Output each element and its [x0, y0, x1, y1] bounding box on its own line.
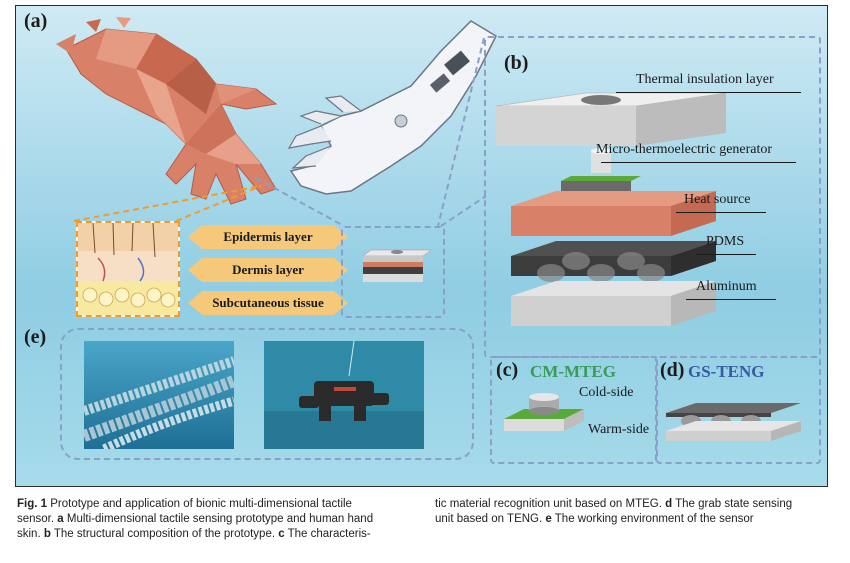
caption-text: The grab state sensing [672, 498, 793, 510]
caption-ref-c: c [278, 528, 285, 540]
caption-text: Prototype and application of bionic mult… [47, 498, 352, 510]
pdms-leader [696, 254, 756, 255]
exploded-stack-illustration [495, 92, 727, 326]
cold-side-label: Cold-side [579, 385, 634, 400]
gs-teng-illustration [666, 403, 801, 441]
panel-label-b: (b) [504, 52, 529, 74]
caption-text: The characteris- [284, 528, 371, 540]
caption-left-column: Fig. 1 Prototype and application of bion… [17, 497, 417, 542]
warm-side-label: Warm-side [588, 422, 650, 437]
panel-label-c: (c) [496, 359, 519, 381]
caption-text: unit based on TENG. [435, 513, 546, 525]
insulation-leader [616, 92, 801, 93]
caption-text: tic material recognition unit based on M… [435, 498, 666, 510]
caption-text: skin. [17, 528, 44, 540]
caption-text: The working environment of the sensor [551, 513, 754, 525]
aluminum-label: Aluminum [696, 279, 757, 294]
prototype-thumbnail [362, 249, 432, 282]
mteg-label: Micro-thermoelectric generator [596, 142, 773, 157]
prototype-connector-lines [256, 177, 487, 227]
caption-text: sensor. [17, 513, 58, 525]
panel-d-box [656, 356, 821, 464]
subcutaneous-label: Subcutaneous tissue [212, 295, 324, 310]
heat-source-label: Heat source [684, 192, 751, 207]
panel-label-a: (a) [24, 10, 48, 32]
panel-d-title: GS-TENG [688, 362, 765, 381]
skin-connector-lines [73, 185, 262, 222]
underwater-robot-photo [264, 341, 424, 449]
underwater-cable-photo [84, 341, 234, 449]
dermis-label: Dermis layer [232, 262, 304, 277]
caption-ref-b: b [43, 528, 51, 540]
panel-e-box [60, 328, 474, 460]
insulation-label: Thermal insulation layer [636, 72, 774, 87]
figure: (a) (b) (c) (d) (e) [15, 5, 828, 487]
caption-ref-e: e [545, 513, 552, 525]
pdms-label: PDMS [706, 234, 745, 249]
panel-c-title: CM-MTEG [530, 362, 616, 381]
caption-right-column: tic material recognition unit based on M… [435, 497, 827, 527]
skin-layer-arrows [188, 225, 348, 315]
skin-cross-section-box [76, 221, 180, 317]
caption-ref-d: d [665, 498, 673, 510]
aluminum-leader [686, 299, 776, 300]
panel-label-e: (e) [24, 326, 47, 348]
skin-layers-illustration [78, 222, 178, 315]
caption-fig-label: Fig. 1 [17, 498, 48, 510]
prototype-thumbnail-box [341, 226, 445, 318]
cm-mteg-illustration [504, 393, 584, 431]
caption-text: Multi-dimensional tactile sensing protot… [63, 513, 374, 525]
mteg-leader [601, 162, 796, 163]
panel-b-connector [437, 37, 485, 227]
caption-text: The structural composition of the protot… [50, 528, 279, 540]
robotic-hand-illustration [287, 20, 497, 195]
human-hand-illustration [56, 17, 278, 205]
panel-label-d: (d) [660, 359, 685, 381]
epidermis-label: Epidermis layer [223, 229, 313, 244]
caption-ref-a: a [57, 513, 64, 525]
heat-leader [676, 212, 766, 213]
